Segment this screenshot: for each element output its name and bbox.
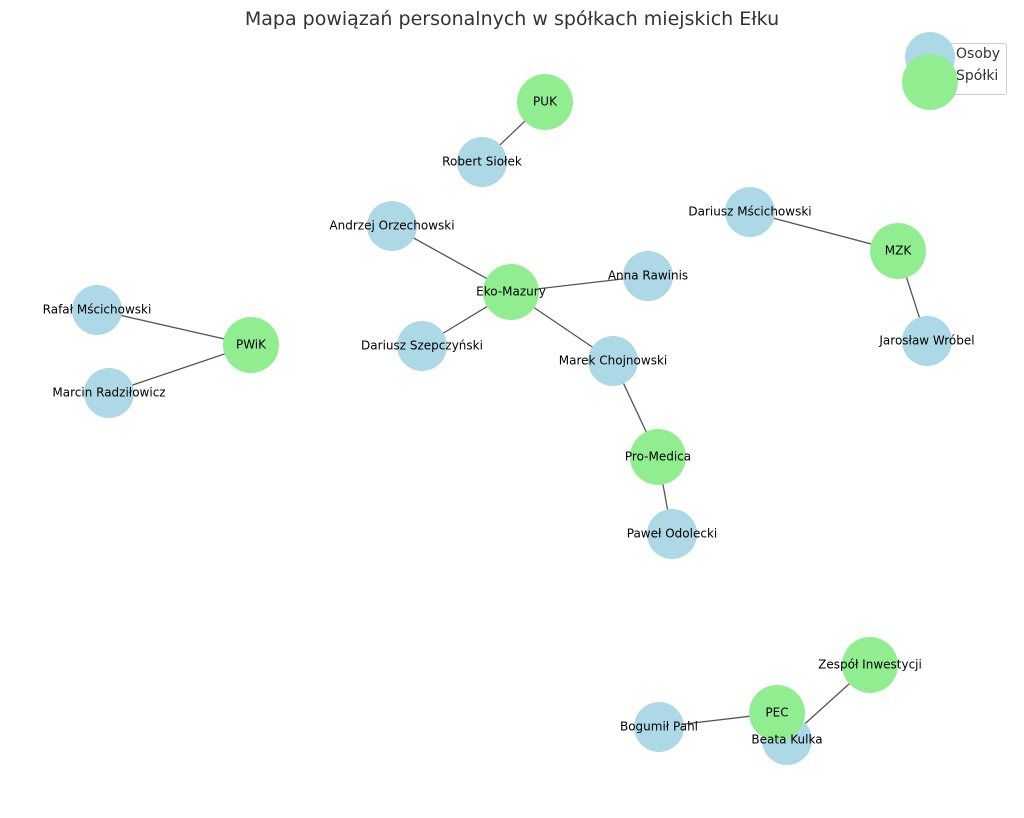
company-node-pwik <box>223 317 279 373</box>
person-node-pawel-odolecki <box>647 509 697 559</box>
node-label-anna-rawinis: Anna Rawinis <box>608 269 688 283</box>
legend-companies-label: Spółki <box>956 68 999 84</box>
node-label-eko-mazury: Eko-Mazury <box>476 285 546 299</box>
node-label-marcin-radzilowicz: Marcin Radziłowicz <box>52 386 165 400</box>
person-node-marcin-radzilowicz <box>84 368 134 418</box>
node-label-bogumil-pahl: Bogumił Pahl <box>620 720 698 734</box>
company-node-puk <box>517 74 573 130</box>
company-node-pro-medica <box>630 429 686 485</box>
legend-persons-label: Osoby <box>956 46 1001 62</box>
person-node-robert-siolek <box>457 137 507 187</box>
company-node-zespol-inwestycji <box>842 637 898 693</box>
company-node-pec <box>749 685 805 741</box>
person-node-rafal-mscichowski <box>72 285 122 335</box>
node-label-rafal-mscichowski: Rafał Mścichowski <box>43 303 152 317</box>
diagram-title: Mapa powiązań personalnych w spółkach mi… <box>244 8 780 30</box>
node-label-pro-medica: Pro-Medica <box>625 450 691 464</box>
company-node-eko-mazury <box>483 264 539 320</box>
company-node-mzk <box>870 223 926 279</box>
node-label-andrzej-orzechowski: Andrzej Orzechowski <box>329 219 454 233</box>
legend-company-marker <box>902 54 958 110</box>
node-label-pec: PEC <box>765 706 788 720</box>
node-label-dariusz-szepczynski: Dariusz Szepczyński <box>361 339 483 353</box>
person-node-andrzej-orzechowski <box>367 201 417 251</box>
node-label-dariusz-mscichowski: Dariusz Mścichowski <box>688 205 811 219</box>
node-label-mzk: MZK <box>885 244 913 258</box>
node-label-jaroslaw-wrobel: Jarosław Wróbel <box>878 334 974 348</box>
node-label-marek-chojnowski: Marek Chojnowski <box>559 354 667 368</box>
person-node-bogumil-pahl <box>634 702 684 752</box>
person-node-dariusz-szepczynski <box>397 321 447 371</box>
node-label-zespol-inwestycji: Zespół Inwestycji <box>818 658 922 672</box>
person-node-marek-chojnowski <box>588 336 638 386</box>
person-node-jaroslaw-wrobel <box>902 316 952 366</box>
node-label-robert-siolek: Robert Siołek <box>442 155 522 169</box>
node-label-pwik: PWiK <box>236 338 267 352</box>
person-node-anna-rawinis <box>623 251 673 301</box>
node-label-beata-kulka: Beata Kulka <box>751 733 822 747</box>
node-label-puk: PUK <box>533 95 558 109</box>
node-label-pawel-odolecki: Paweł Odolecki <box>627 527 717 541</box>
person-node-dariusz-mscichowski <box>725 187 775 237</box>
